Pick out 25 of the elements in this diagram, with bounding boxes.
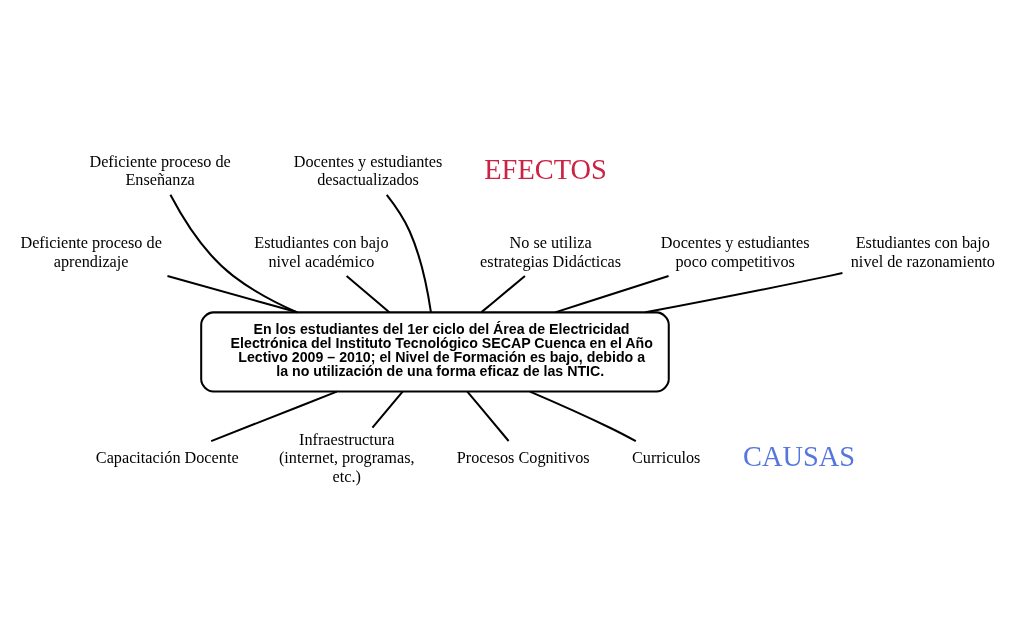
connector [529, 390, 636, 443]
node-text: Infraestructura (internet, programas, etc.) [278, 431, 415, 486]
node-text: Procesos Cognitivos [456, 449, 590, 468]
node-text: Estudiantes con bajo nivel de razonamiento [850, 234, 995, 271]
node-text: Capacitación Docente [95, 449, 239, 468]
node-text: Docentes y estudiantes poco competitivos [660, 234, 810, 271]
connector [644, 272, 843, 314]
connector [166, 275, 298, 314]
node-text: Deficiente proceso de aprendizaje [19, 234, 162, 271]
node-text: Estudiantes con bajo nivel académico [253, 234, 388, 271]
connector [345, 275, 390, 313]
connector [554, 275, 669, 314]
node-box: En los estudiantes del 1er ciclo del Área de Electricidad Electrónica del Instituto Tecnológico SECAP Cuenca en el Año Lectivo 2009 – 2010; el Nivel de Formación es bajo, debido a la no utilización de una forma eficaz de las NTIC. [199, 311, 670, 393]
node-text: Curriculos [631, 449, 700, 468]
connector [371, 391, 403, 429]
node-text: No se utiliza estrategias Didácticas [479, 234, 621, 271]
label: EFECTOS [483, 154, 607, 186]
node-text: Docentes y estudiantes desactualizados [293, 153, 442, 190]
connector [169, 194, 298, 314]
connector [210, 390, 337, 443]
connector [385, 194, 432, 313]
connector [480, 275, 526, 313]
label: CAUSAS [742, 441, 855, 473]
connector [466, 391, 509, 442]
node-text: Deficiente proceso de Enseñanza [88, 153, 231, 190]
